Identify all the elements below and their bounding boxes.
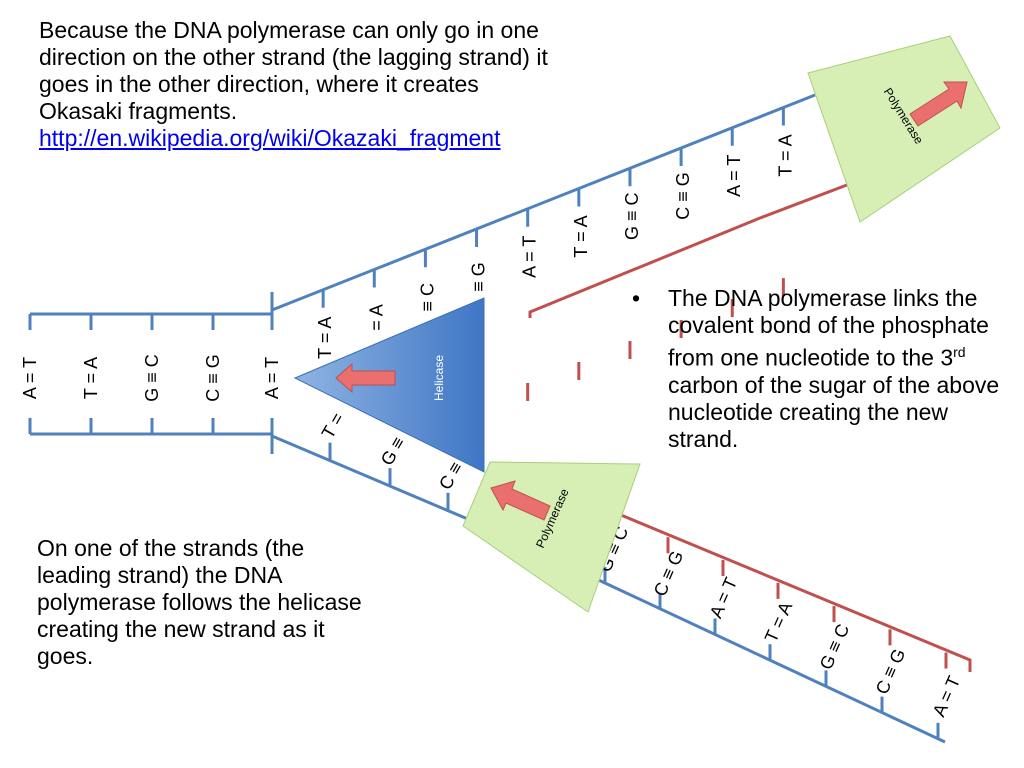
left-base-pair: G ≡ C: [142, 354, 162, 402]
lower-base-pair: G ≡ C: [816, 621, 854, 673]
polymerase-bottom-arrow: [490, 480, 551, 521]
lower-fork-base-pair: C ≡: [435, 458, 467, 493]
bullet-text-part2: carbon of the sugar of the above nucleot…: [668, 371, 1000, 452]
upper-base-pair: T = A: [571, 215, 591, 257]
upper-base-pair: ≡ C: [417, 283, 437, 312]
bullet-text-superscript: rd: [953, 344, 966, 360]
lower-base-pair: C ≡ G: [650, 548, 688, 600]
lagging-strand-text: Because the DNA polymerase can only go i…: [39, 17, 549, 152]
upper-parent-backbone: [271, 93, 816, 312]
upper-base-pair: G ≡ C: [622, 193, 642, 241]
bullet-marker: •: [632, 285, 641, 311]
leading-strand-text: On one of the strands (the leading stran…: [37, 535, 362, 669]
upper-base-pair: T = A: [775, 134, 795, 176]
upper-base-pair: A = T: [724, 155, 744, 197]
helicase-arrow: [335, 362, 396, 394]
left-top-backbone: [30, 292, 274, 316]
lower-rungs: [328, 442, 948, 739]
lower-fork-base-pair: G ≡: [377, 433, 409, 469]
upper-base-pair: ≡ G: [469, 262, 489, 292]
lower-fork-base-pair: T =: [318, 409, 348, 442]
lower-new-strand: [579, 496, 972, 672]
upper-branch: [271, 93, 861, 318]
left-base-pair: C ≡ G: [203, 354, 223, 402]
lower-base-pair: T = A: [761, 599, 796, 646]
okazaki-wikipedia-link[interactable]: http://en.wikipedia.org/wiki/Okazaki_fra…: [39, 125, 501, 151]
left-base-pair: A = T: [262, 357, 282, 399]
polymerase-bullet-text: • The DNA polymerase links the covalent …: [628, 285, 1008, 453]
upper-rungs: [321, 107, 785, 401]
lower-base-pair: A = T: [706, 574, 741, 621]
lower-base-pair: C ≡ G: [872, 646, 910, 698]
left-base-pair: A = T: [20, 357, 40, 399]
left-bottom-backbone: [30, 432, 274, 454]
upper-base-pair: = A: [366, 304, 386, 331]
polymerase-top-arrow: [909, 81, 968, 127]
lower-base-pair: A = T: [929, 673, 964, 720]
upper-new-strand: [528, 178, 861, 318]
helicase-label: Helicase: [432, 355, 446, 401]
bullet-text-part1: The DNA polymerase links the covalent bo…: [668, 285, 989, 371]
left-pair-labels: A = T T = A G ≡ C C ≡ G A = T: [20, 354, 282, 402]
left-base-pair: T = A: [81, 357, 101, 399]
upper-base-pair: C ≡ G: [673, 172, 693, 220]
left-rungs: [28, 314, 274, 434]
lagging-strand-description: Because the DNA polymerase can only go i…: [39, 17, 548, 124]
upper-pair-labels: T = A = A ≡ C ≡ G A = T T = A G ≡ C C ≡ G A = T T…: [315, 134, 795, 358]
upper-base-pair: A = T: [520, 236, 540, 278]
upper-base-pair: T = A: [315, 317, 335, 359]
